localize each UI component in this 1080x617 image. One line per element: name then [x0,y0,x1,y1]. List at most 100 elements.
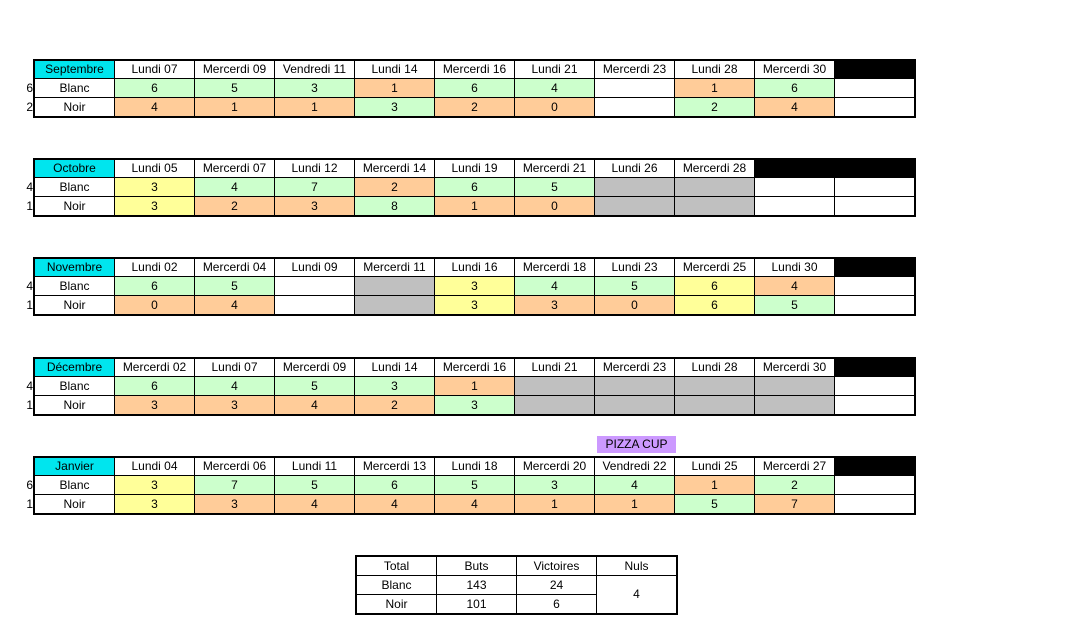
date-header-cell: Lundi 26 [594,158,675,178]
score-cell: 6 [114,276,195,296]
score-cell [594,97,675,118]
date-header-cell: Lundi 21 [514,59,595,79]
totals-blanc-label: Blanc [355,575,437,595]
date-header-cell [834,456,916,476]
score-cell [834,376,916,396]
score-cell: 4 [354,494,435,515]
score-cell [674,376,755,396]
score-cell [754,177,835,197]
wins-count-noir: 1 [26,497,33,511]
score-cell: 3 [194,395,275,416]
date-header-cell: Vendredi 11 [274,59,355,79]
wins-count-blanc: 4 [26,379,33,393]
date-header-cell: Lundi 21 [514,357,595,377]
date-header-cell: Mercerdi 23 [594,59,675,79]
team-label: Noir [33,295,115,316]
score-cell [834,196,916,217]
date-header-cell: Lundi 19 [434,158,515,178]
date-header-cell: Mercerdi 23 [594,357,675,377]
month-name: Novembre [33,257,115,277]
date-header-cell: Lundi 16 [434,257,515,277]
score-cell [274,276,355,296]
score-cell: 1 [194,97,275,118]
score-cell: 5 [274,376,355,396]
score-cell: 3 [114,475,195,495]
score-cell: 5 [514,177,595,197]
score-cell [514,376,595,396]
score-cell [594,376,675,396]
score-cell: 6 [114,376,195,396]
score-cell: 5 [594,276,675,296]
score-cell [834,494,916,515]
totals-header-buts: Buts [436,555,517,576]
totals-header-total: Total [355,555,437,576]
date-header-cell: Lundi 14 [354,357,435,377]
score-cell: 2 [194,196,275,217]
date-header-cell: Lundi 11 [274,456,355,476]
date-header-cell: Lundi 12 [274,158,355,178]
score-cell: 6 [674,295,755,316]
date-header-cell: Mercerdi 09 [194,59,275,79]
score-cell [834,295,916,316]
score-cell: 4 [194,295,275,316]
date-header-cell: Lundi 02 [114,257,195,277]
score-cell [674,196,755,217]
score-cell: 3 [194,494,275,515]
month-name: Octobre [33,158,115,178]
score-cell: 3 [114,196,195,217]
date-header-cell: Mercerdi 02 [114,357,195,377]
score-cell: 3 [274,78,355,98]
date-header-cell: Lundi 30 [754,257,835,277]
totals-header-row: Total Buts Victoires Nuls [355,555,678,576]
date-header-cell: Mercerdi 07 [194,158,275,178]
score-cell: 2 [674,97,755,118]
date-header-cell: Lundi 23 [594,257,675,277]
score-cell [354,295,435,316]
totals-blanc-row: Blanc 143 24 4 [355,575,678,615]
score-cell: 0 [594,295,675,316]
score-cell: 6 [754,78,835,98]
score-cell: 3 [114,494,195,515]
team-label: Blanc [33,475,115,495]
score-cell [754,395,835,416]
score-cell [274,295,355,316]
score-cell: 5 [754,295,835,316]
wins-count-noir: 1 [26,199,33,213]
totals-blanc-victoires: 24 [516,575,597,595]
date-header-cell: Mercerdi 14 [354,158,435,178]
team-label: Noir [33,196,115,217]
date-header-cell: Lundi 07 [114,59,195,79]
score-cell [834,78,916,98]
score-cell: 3 [434,276,515,296]
score-cell: 4 [114,97,195,118]
score-cell [674,395,755,416]
score-cell: 1 [434,376,515,396]
wins-count-noir: 1 [26,398,33,412]
score-cell [834,395,916,416]
date-header-cell: Lundi 28 [674,357,755,377]
score-cell: 1 [674,475,755,495]
month-name: Décembre [33,357,115,377]
totals-nuls-value: 4 [596,575,678,615]
score-cell [834,177,916,197]
score-cell [354,276,435,296]
date-header-cell: Mercerdi 16 [434,357,515,377]
date-header-cell: Lundi 07 [194,357,275,377]
date-header-cell: Mercerdi 11 [354,257,435,277]
totals-table: Total Buts Victoires Nuls Blanc 143 24 4… [355,555,678,615]
date-header-cell: Lundi 18 [434,456,515,476]
score-cell: 5 [274,475,355,495]
score-cell [594,78,675,98]
date-header-cell: Lundi 09 [274,257,355,277]
score-cell: 2 [754,475,835,495]
date-header-cell: Mercerdi 20 [514,456,595,476]
score-cell [834,475,916,495]
score-cell: 2 [354,177,435,197]
